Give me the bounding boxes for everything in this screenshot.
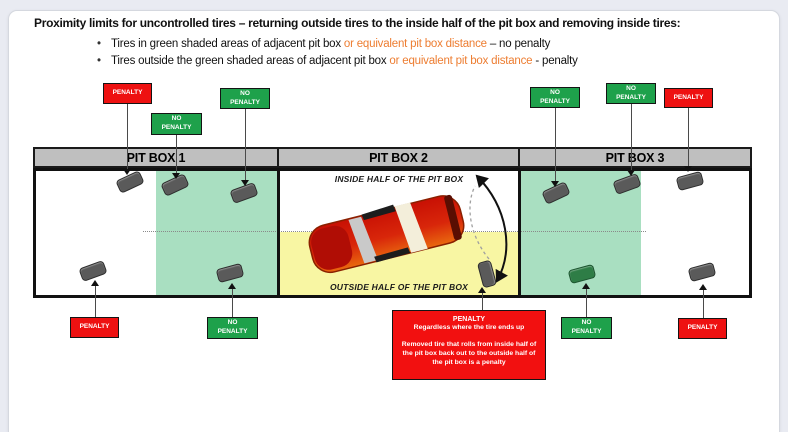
arrow-down-icon xyxy=(551,181,559,187)
no-penalty-badge: NO PENALTY xyxy=(207,317,258,339)
bullet-text-highlight: or equivalent pit box distance xyxy=(343,38,487,50)
penalty-badge: PENALTY xyxy=(678,318,727,339)
penalty-note-subheading: Regardless where the tire ends up xyxy=(413,324,525,332)
pit-box-3-header: PIT BOX 3 xyxy=(518,149,750,166)
bullet-text-pre: Tires in green shaded areas of adjacent … xyxy=(111,38,344,50)
arrow-up-icon xyxy=(699,284,707,290)
pit-box-2-header: PIT BOX 2 xyxy=(277,149,518,166)
penalty-badge: PENALTY xyxy=(664,88,713,108)
bullet-text-post: – no penalty xyxy=(486,38,551,50)
arrow-down-icon xyxy=(684,166,692,172)
pointer-line xyxy=(232,289,233,317)
pit-box-divider xyxy=(518,171,521,295)
inside-half-label: INSIDE HALF OF THE PIT BOX xyxy=(334,174,464,184)
arrow-down-icon xyxy=(123,169,131,175)
pointer-line xyxy=(688,108,689,167)
penalty-note-heading: PENALTY xyxy=(452,316,486,323)
pit-box-divider xyxy=(277,171,280,295)
penalty-badge: PENALTY xyxy=(70,317,119,338)
pointer-line xyxy=(482,293,483,310)
no-penalty-badge: NO PENALTY xyxy=(220,88,270,109)
no-penalty-badge: NO PENALTY xyxy=(561,317,612,339)
pointer-line xyxy=(127,104,128,169)
pointer-line xyxy=(703,290,704,318)
arrow-up-icon xyxy=(228,283,236,289)
arrow-down-icon xyxy=(172,173,180,179)
arrow-down-icon xyxy=(627,170,635,176)
bullet-item-1: • Tires in green shaded areas of adjacent… xyxy=(97,38,737,50)
arrow-up-icon xyxy=(91,280,99,286)
bullet-icon: • xyxy=(97,55,101,67)
no-penalty-badge: NO PENALTY xyxy=(606,83,656,104)
pointer-line xyxy=(586,289,587,317)
race-car xyxy=(308,194,465,274)
penalty-badge: PENALTY xyxy=(103,83,152,104)
page-title: Proximity limits for uncontrolled tires … xyxy=(34,16,681,30)
penalty-note-body: Removed tire that rolls from inside half… xyxy=(401,340,537,367)
bullet-item-2: • Tires outside the green shaded areas of… xyxy=(97,55,737,67)
tire xyxy=(78,259,108,283)
pit-box-1-header: PIT BOX 1 xyxy=(126,150,186,165)
pointer-line xyxy=(245,109,246,181)
pointer-line xyxy=(95,286,96,317)
penalty-note: PENALTY Regardless where the tire ends u… xyxy=(392,310,546,380)
pit-box-diagram: INSIDE HALF OF THE PIT BOX OUTSIDE HALF … xyxy=(33,168,752,298)
arrow-up-icon xyxy=(478,287,486,293)
tire xyxy=(687,261,717,283)
bullet-text-post: - penalty xyxy=(532,55,578,67)
pointer-line xyxy=(631,104,632,171)
no-penalty-badge: NO PENALTY xyxy=(151,113,202,135)
bullet-icon: • xyxy=(97,38,101,50)
pointer-line xyxy=(555,108,556,182)
bullet-text-highlight: or equivalent pit box distance xyxy=(389,55,533,67)
bullet-text-pre: Tires outside the green shaded areas of … xyxy=(111,55,390,67)
pointer-line xyxy=(176,135,177,174)
outside-half-label: OUTSIDE HALF OF THE PIT BOX xyxy=(329,282,469,292)
arrow-up-icon xyxy=(582,283,590,289)
no-penalty-badge: NO PENALTY xyxy=(530,87,580,108)
arrow-down-icon xyxy=(241,180,249,186)
pit-box-header-strip: PIT BOX 1 PIT BOX 2 PIT BOX 3 xyxy=(33,147,752,168)
tire xyxy=(675,170,705,192)
